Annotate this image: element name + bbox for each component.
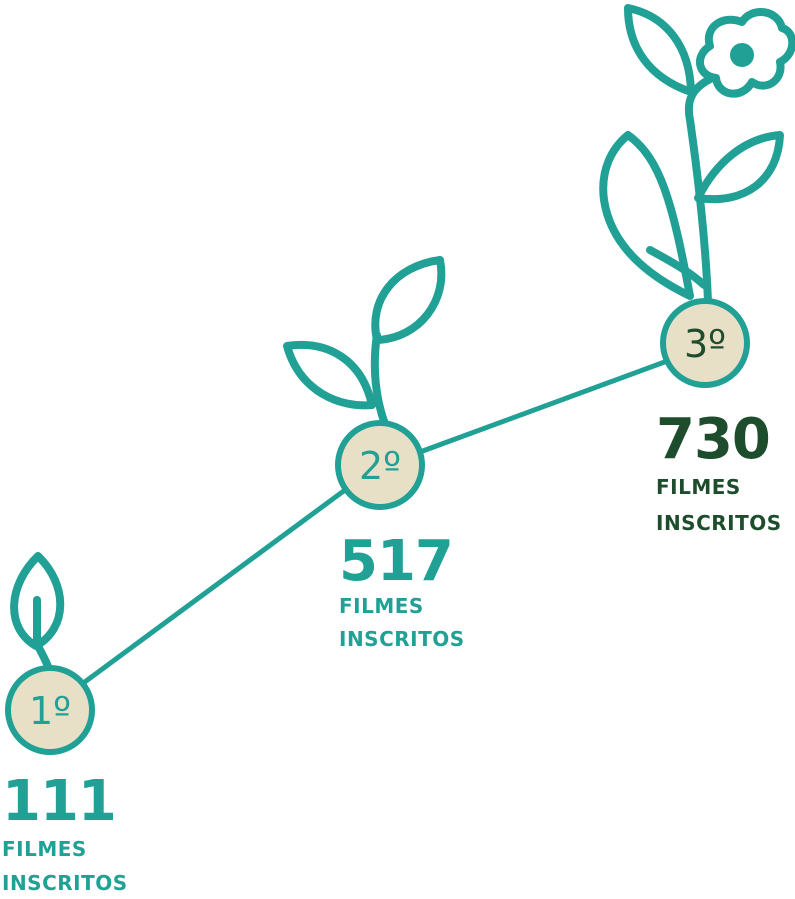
stage-label-line1: FILMES	[656, 475, 741, 499]
stage-circle	[660, 298, 750, 388]
stage-marker-2: 2º	[335, 420, 425, 510]
stage-label-line1: FILMES	[339, 594, 424, 618]
stage-ordinal: 3º	[684, 322, 726, 366]
single-leaf-sprout-icon	[10, 552, 65, 676]
stage-count: 111	[2, 769, 116, 834]
stage-label-line2: INSCRITOS	[2, 871, 128, 895]
stage-label-group-1: 111 FILMES INSCRITOS	[2, 769, 128, 895]
stage-ordinal: 1º	[29, 689, 71, 733]
flowering-plant-icon	[599, 4, 795, 306]
stage-label-line2: INSCRITOS	[656, 511, 782, 535]
stage-marker-1: 1º	[5, 665, 95, 755]
stage-label-line2: INSCRITOS	[339, 627, 465, 651]
two-leaf-sprout-icon	[283, 256, 446, 428]
stage-circle	[335, 420, 425, 510]
stage-label-line1: FILMES	[2, 837, 87, 861]
stage-label-group-3: 730 FILMES INSCRITOS	[656, 407, 782, 535]
connector-line-1-2	[79, 487, 348, 687]
stage-count: 517	[339, 529, 453, 594]
stage-count: 730	[656, 407, 770, 472]
connector-line-2-3	[417, 357, 673, 455]
connector-lines	[79, 357, 673, 687]
stage-ordinal: 2º	[359, 444, 401, 488]
stage-label-group-2: 517 FILMES INSCRITOS	[339, 529, 465, 651]
stage-marker-3: 3º	[660, 298, 750, 388]
stage-circle	[5, 665, 95, 755]
